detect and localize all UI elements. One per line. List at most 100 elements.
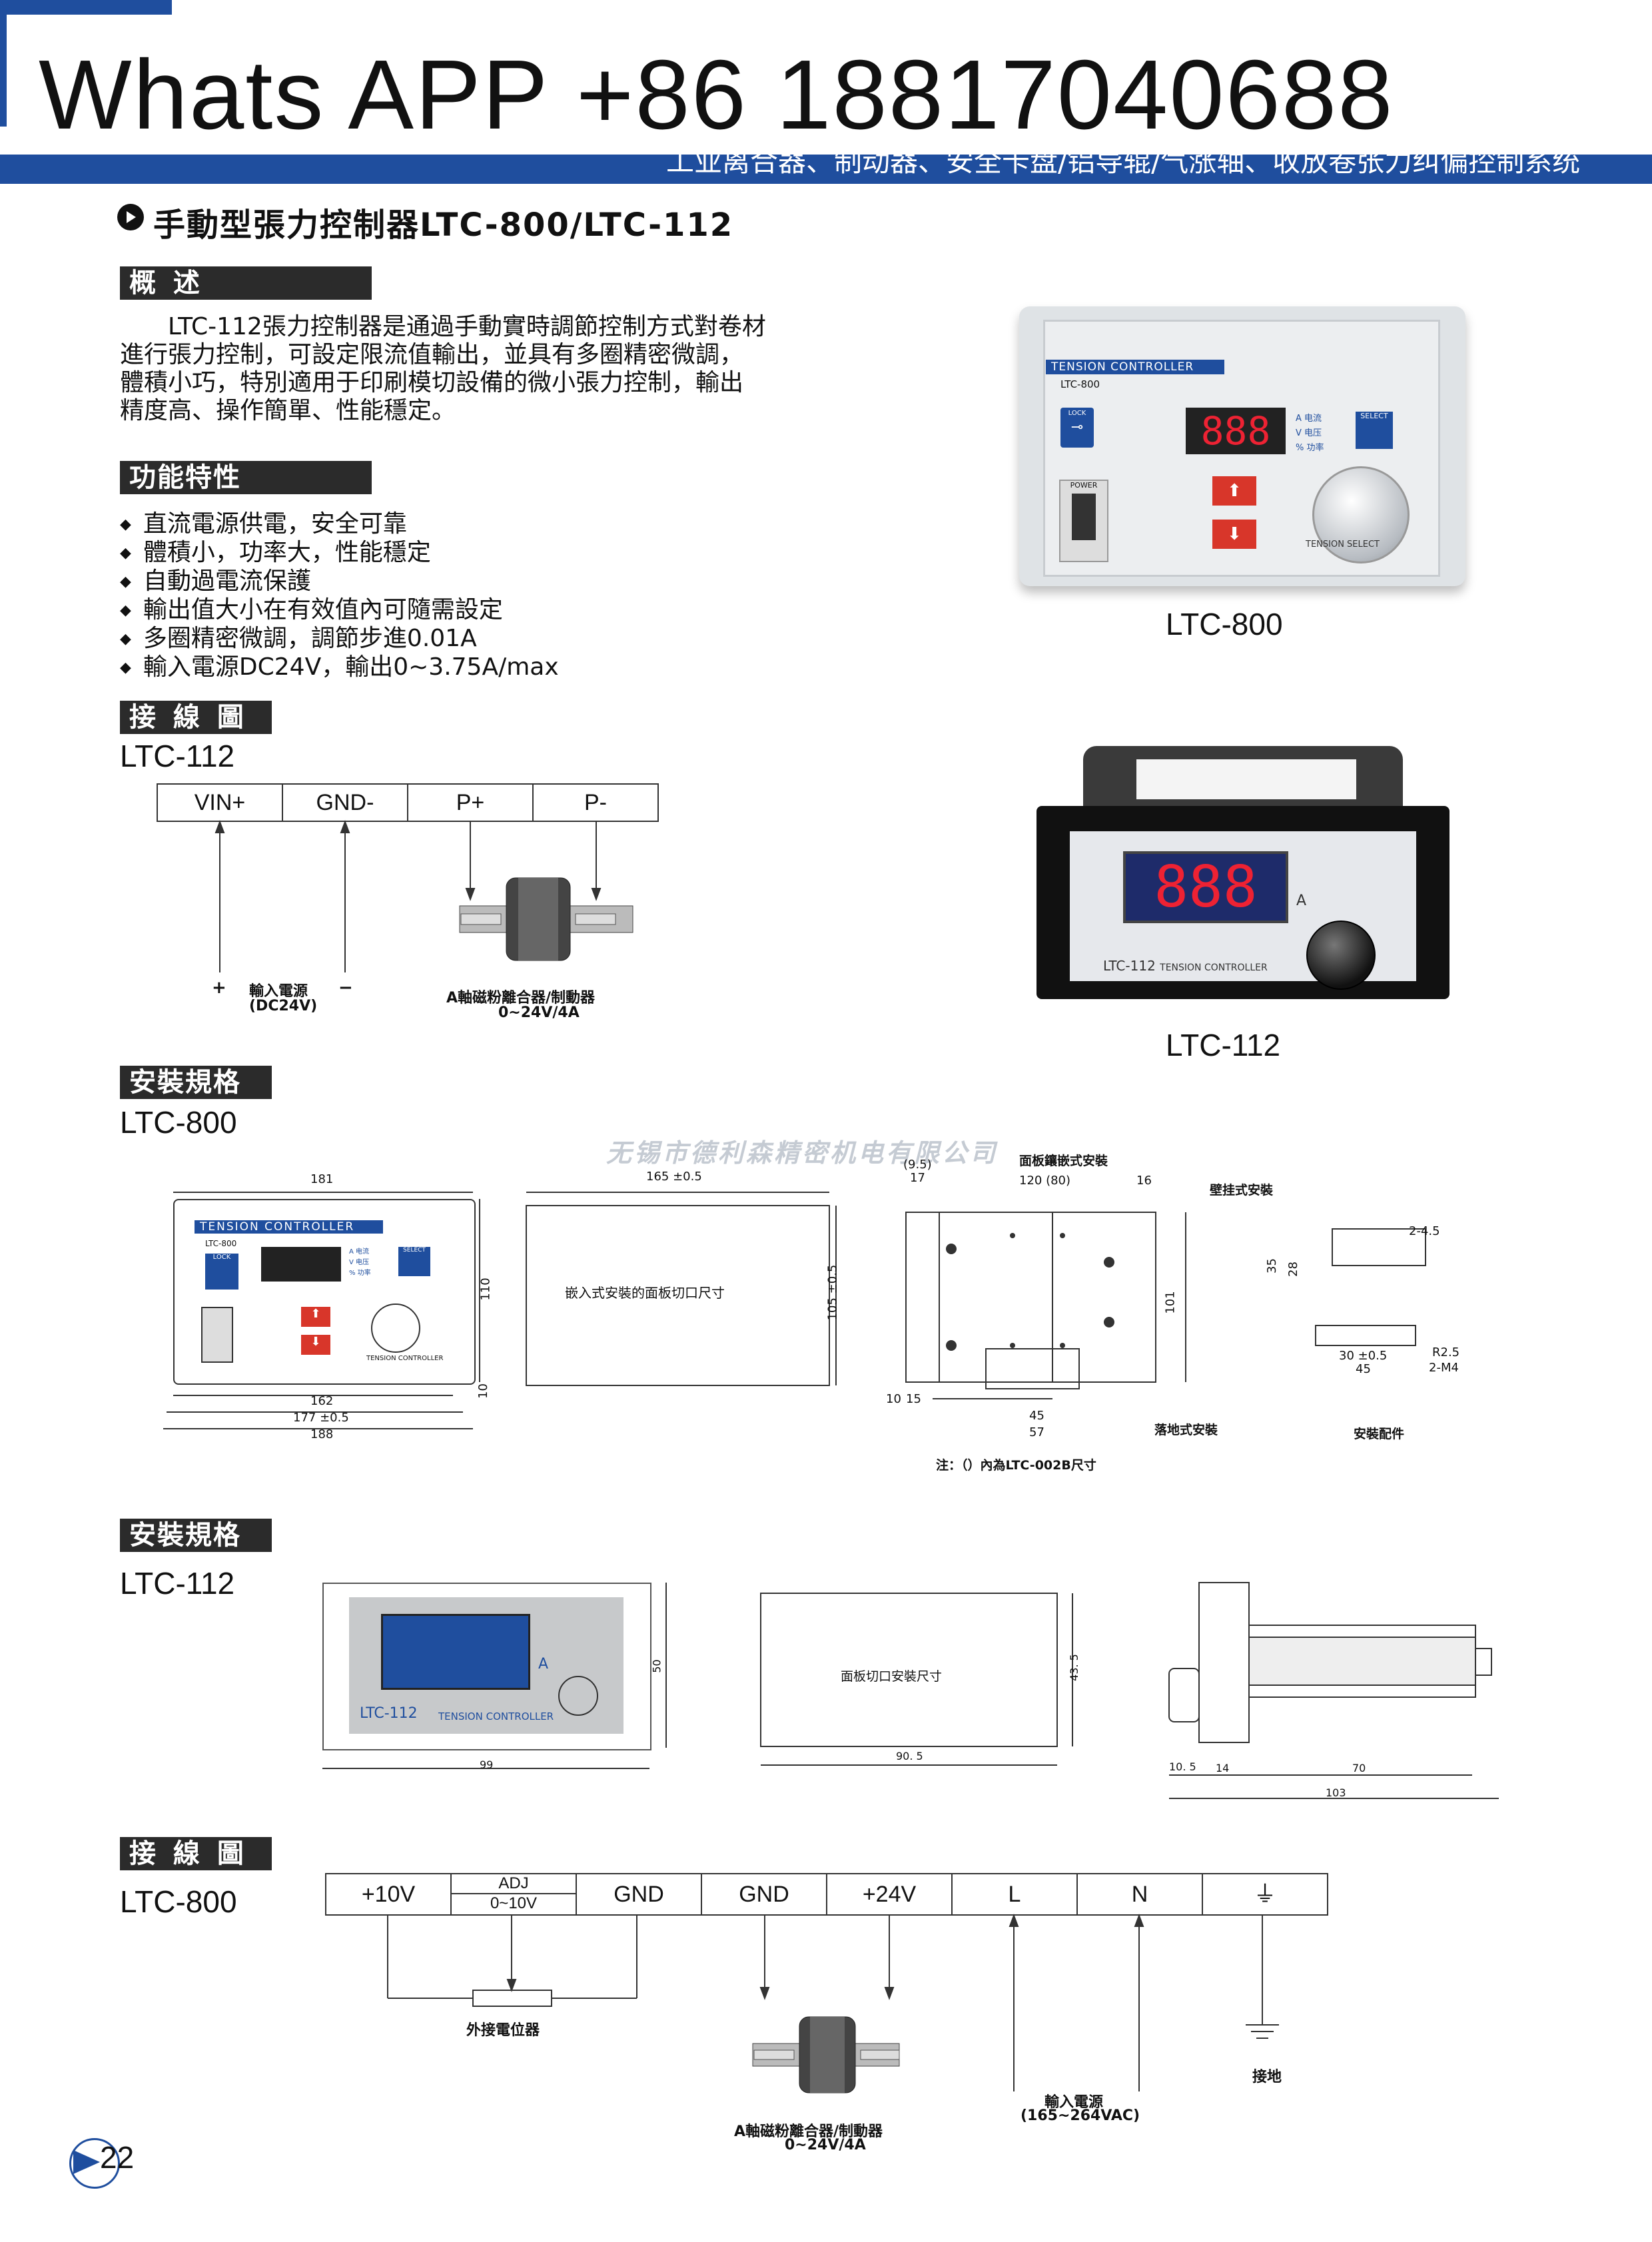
whatsapp-contact[interactable]: Whats APP +86 18817040688: [39, 40, 1394, 150]
minus-label: −: [338, 978, 353, 998]
terminal-gnd-minus: GND-: [283, 783, 408, 822]
unit-percent: % 功率: [1296, 443, 1324, 453]
ltc112-drawing-unit: A: [538, 1656, 549, 1673]
dim-162: 162: [310, 1394, 334, 1408]
ground-label: 接地: [1252, 2069, 1282, 2085]
drawing-knob-label: TENSION CONTROLLER: [366, 1355, 444, 1362]
ltc800-photo: TENSION CONTROLLER LTC-800 888 LOCK⊸ A 电…: [1019, 306, 1465, 586]
page-title: 手動型張力控制器LTC-800/LTC-112: [153, 206, 734, 244]
wall-mount-label: 壁挂式安裝: [1210, 1183, 1274, 1198]
drawing-knob: [371, 1304, 420, 1353]
terminal-p-plus: P+: [408, 783, 534, 822]
floor-mount-label: 落地式安裝: [1154, 1423, 1218, 1437]
drawing-up-button: ⬆: [301, 1307, 330, 1327]
dim-10b: 10: [886, 1392, 901, 1406]
dim-165: 165 ±0.5: [646, 1170, 702, 1184]
dim-99: 99: [480, 1758, 494, 1771]
dim-2-m4: 2-M4: [1429, 1361, 1459, 1375]
clutch-800-icon: [752, 2016, 900, 2093]
ltc112-terminal-block: VIN+ GND- P+ P-: [157, 783, 659, 822]
up-button[interactable]: ⬆: [1212, 476, 1256, 506]
drawing-select-button: SELECT: [398, 1247, 430, 1276]
features-heading: 功能特性: [120, 461, 372, 494]
terminal-n: N: [1078, 1873, 1203, 1916]
cutout-label: 嵌入式安裝的面板切口尺寸: [565, 1285, 725, 1301]
dim-9-5: (9.5): [903, 1158, 932, 1172]
ltc800-display: 888: [1186, 408, 1286, 454]
panel-mount-label: 面板鑲嵌式安裝: [1019, 1154, 1108, 1168]
watermark: 无锡市德利森精密机电有限公司: [606, 1138, 999, 1168]
drawing-lock-button: LOCK: [205, 1254, 238, 1290]
dim-10-5: 10. 5: [1169, 1760, 1196, 1773]
feature-item: 多圈精密微調，調節步進0.01A: [120, 625, 559, 653]
header-subtitle: 工业离合器、制动器、安全卡盘/铝导辊/气涨轴、收放卷张力纠偏控制系统: [666, 145, 1581, 178]
dim-16: 16: [1136, 1174, 1152, 1188]
ltc112-photo: 888 A LTC-112 TENSION CONTROLLER: [1036, 746, 1449, 999]
ltc112-knob[interactable]: [1306, 921, 1376, 990]
feature-list: 直流電源供電，安全可靠 體積小，功率大，性能穩定 自動過電流保護 輸出值大小在有…: [120, 510, 559, 682]
dim-2-4-5: 2-4.5: [1409, 1224, 1440, 1238]
wiring800-heading: 接 線 圖: [120, 1837, 272, 1870]
accessory-label: 安裝配件: [1354, 1427, 1405, 1441]
ltc112-label: LTC-112: [1166, 1028, 1281, 1062]
power-input-sub: (DC24V): [249, 998, 318, 1014]
ltc112-drawing-label: LTC-112: [360, 1705, 418, 1722]
dim-17: 17: [910, 1171, 925, 1185]
drawing-power-switch: [201, 1307, 233, 1363]
drawing-down-button: ⬇: [301, 1335, 330, 1355]
ltc112-drawing-display: [381, 1614, 530, 1690]
lock-button[interactable]: LOCK⊸: [1060, 408, 1094, 448]
power-switch[interactable]: POWER: [1059, 480, 1108, 562]
clutch-800-label: A軸磁粉離合器/制動器: [734, 2123, 883, 2140]
install-note: 注：（）內為LTC-002B尺寸: [936, 1458, 1096, 1473]
header-left-border: [0, 15, 7, 184]
knob-label: TENSION SELECT: [1306, 540, 1380, 550]
terminal-l: L: [953, 1873, 1078, 1916]
ltc112-drawing-knob: [558, 1676, 598, 1716]
dim-30: 30 ±0.5: [1339, 1349, 1388, 1363]
feature-item: 輸出值大小在有效值內可隨需設定: [120, 596, 559, 625]
drawing-display: [261, 1247, 341, 1282]
feature-item: 自動過電流保護: [120, 567, 559, 596]
drawing-units: A 电流 V 电压 % 功率: [349, 1248, 371, 1277]
wiring112-model: LTC-112: [120, 739, 235, 773]
terminal-plus-24v: +24V: [827, 1873, 953, 1916]
install112-heading: 安裝規格: [120, 1519, 272, 1552]
ltc800-units: A 电流 V 电压 % 功率: [1296, 412, 1324, 456]
power-800-sub: (165~264VAC): [1021, 2107, 1140, 2124]
install800-heading: 安裝規格: [120, 1066, 272, 1099]
title-arrow-icon: [117, 204, 144, 230]
feature-item: 直流電源供電，安全可靠: [120, 510, 559, 539]
dim-120: 120 (80): [1019, 1174, 1071, 1188]
install800-model: LTC-800: [120, 1105, 237, 1140]
feature-item: 輸入電源DC24V，輸出0~3.75A/max: [120, 653, 559, 682]
clutch-800-sub: 0~24V/4A: [785, 2137, 866, 2153]
page-number: 22: [100, 2140, 135, 2175]
key-icon: ⊸: [1070, 419, 1084, 436]
clutch-icon: [459, 877, 633, 961]
terminal-ground: ⏚: [1203, 1873, 1328, 1916]
dim-181: 181: [310, 1172, 334, 1186]
dim-r2-5: R2.5: [1432, 1345, 1460, 1359]
page-arrow-icon: [73, 2150, 100, 2174]
ltc800-front-drawing: TENSION CONTROLLER LTC-800 LOCK A 电流 V 电…: [173, 1199, 476, 1385]
pot-label: 外接電位器: [466, 2022, 540, 2039]
clutch-sub: 0~24V/4A: [498, 1004, 580, 1021]
ltc112-front-drawing: A LTC-112 TENSION CONTROLLER: [322, 1583, 651, 1750]
tension-knob[interactable]: [1312, 466, 1410, 563]
dim-103: 103: [1326, 1786, 1346, 1799]
header-mask: [0, 127, 666, 155]
select-button[interactable]: SELECT: [1356, 412, 1393, 449]
ltc112-drawing-sub: TENSION CONTROLLER: [438, 1710, 554, 1722]
power-input-label: 輸入電源: [249, 983, 308, 1000]
ltc112-panel-label: LTC-112 TENSION CONTROLLER: [1103, 958, 1268, 974]
dim-57: 57: [1029, 1425, 1044, 1439]
page-number-badge: [69, 2138, 120, 2189]
terminal-p-minus: P-: [534, 783, 659, 822]
down-button[interactable]: ⬇: [1212, 520, 1256, 549]
drawing-panel-model: LTC-800: [205, 1239, 237, 1248]
ltc800-panel-model: LTC-800: [1060, 378, 1100, 390]
